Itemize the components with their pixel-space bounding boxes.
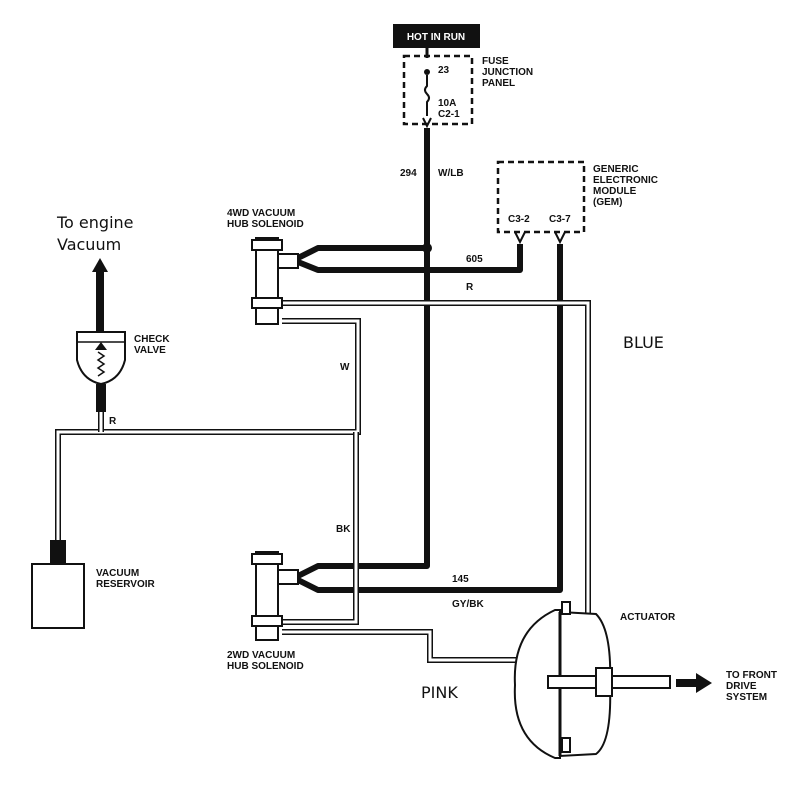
reservoir-label-1: VACUUM [96,568,139,579]
wire-605-label: 605 [466,254,483,265]
solenoid-4wd-label-1: 4WD VACUUM [227,208,295,219]
gem-title-3: MODULE [593,186,637,197]
splice-dot [422,243,432,253]
gem-title-2: ELECTRONIC [593,175,658,186]
gem-title-1: GENERIC [593,164,639,175]
wire-145-label: 145 [452,574,469,585]
fuse-number: 23 [438,65,450,76]
hot-in-run-label: HOT IN RUN [407,32,465,43]
annotation-blue: BLUE [623,333,664,352]
fuse-icon [424,75,430,116]
actuator [513,601,671,759]
front-drive-label-1: TO FRONT [726,670,777,681]
solenoid-4wd-label-2: HUB SOLENOID [227,219,304,230]
annotation-pink: PINK [421,683,458,702]
wire-294-label: 294 [400,168,417,179]
solenoid-2wd-label-1: 2WD VACUUM [227,650,295,661]
wire-294 [345,128,430,569]
check-valve-label-2: VALVE [134,345,166,356]
front-drive-label-2: DRIVE [726,681,757,692]
reservoir-label-2: RESERVOIR [96,579,155,590]
hot-in-run-box [393,24,480,48]
fuse-panel-title-3: PANEL [482,78,515,89]
vacuum-reservoir [31,563,85,629]
gem-title-4: (GEM) [593,197,622,208]
hose-r-check-label: R [109,416,117,427]
actuator-label: ACTUATOR [620,612,676,623]
solenoid-2wd [251,551,299,641]
fuse-junction-panel [402,54,474,126]
arrow-up-icon [92,258,108,272]
wire-wlb-label: W/LB [438,168,464,179]
vacuum-hoses [55,300,591,663]
solenoid-2wd-label-2: HUB SOLENOID [227,661,304,672]
fuse-rating: 10A [438,98,456,109]
solenoid-4wd [251,237,299,325]
hose-w-label: W [340,362,350,373]
gem-module [496,160,586,234]
front-drive-label-3: SYSTEM [726,692,767,703]
fuse-panel-title-1: FUSE [482,56,509,67]
wire-294-2wd [296,563,345,579]
engine-vacuum-label-1: To engine [56,213,134,232]
spring-icon [96,351,106,377]
gem-pin-c3-7: C3-7 [549,214,571,225]
engine-vacuum-label-2: Vacuum [57,235,121,254]
fuse-connector: C2-1 [438,109,460,120]
wire-r-label: R [466,282,474,293]
wire-gybk-label: GY/BK [452,599,484,610]
wire-605 [296,244,523,273]
check-valve-label-1: CHECK [134,334,170,345]
hose-bk-label: BK [336,524,351,535]
wire-145 [296,244,563,593]
wire-294-branch [296,245,427,261]
fuse-panel-title-2: JUNCTION [482,67,533,78]
arrow-right-icon [696,673,712,693]
gem-pin-c3-2: C3-2 [508,214,530,225]
